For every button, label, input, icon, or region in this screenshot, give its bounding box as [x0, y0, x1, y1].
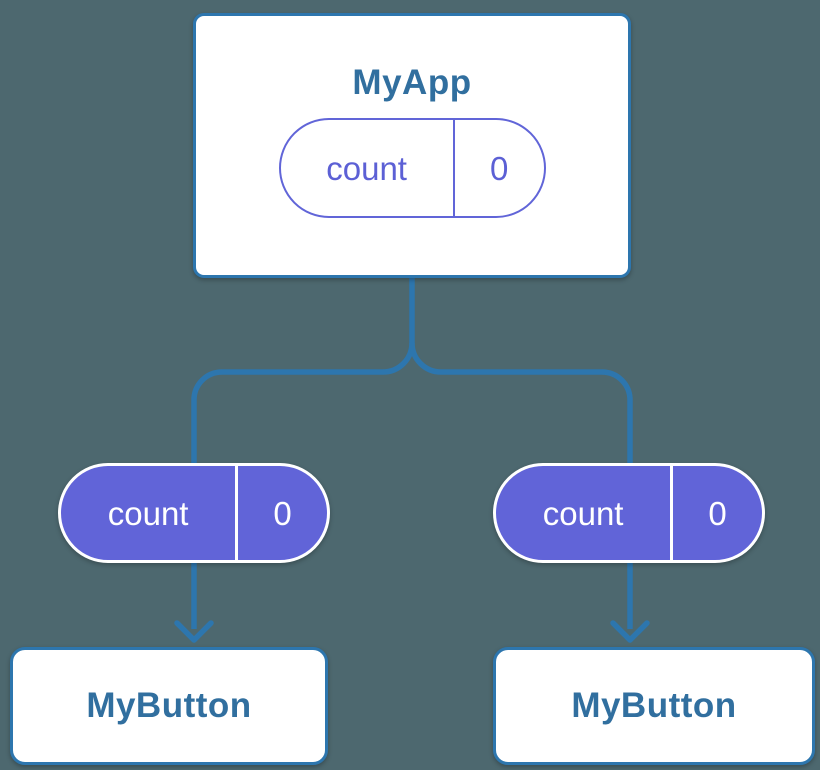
prop-pill-name: count: [496, 466, 674, 560]
prop-pill-value: 0: [273, 494, 292, 532]
state-pill-value: 0: [489, 149, 509, 187]
child-component-node-right: MyButton: [493, 647, 815, 765]
child-node-title: MyButton: [571, 686, 737, 725]
prop-pill-left: count 0: [58, 463, 330, 563]
prop-pill-value: 0: [708, 494, 727, 532]
arrowhead-right-icon: [610, 620, 650, 643]
child-node-title: MyButton: [86, 686, 252, 725]
parent-state-pill: count 0: [278, 118, 546, 218]
child-component-node-left: MyButton: [10, 647, 328, 765]
prop-pill-right: count 0: [493, 463, 765, 563]
branch-line-right: [409, 342, 633, 629]
parent-component-node: MyApp count 0: [193, 13, 631, 278]
state-pill-name: count: [281, 120, 455, 216]
arrowhead-left-icon: [174, 620, 214, 643]
prop-pill-name: count: [61, 466, 239, 560]
branch-line-left: [191, 342, 415, 629]
parent-node-title: MyApp: [352, 63, 472, 102]
